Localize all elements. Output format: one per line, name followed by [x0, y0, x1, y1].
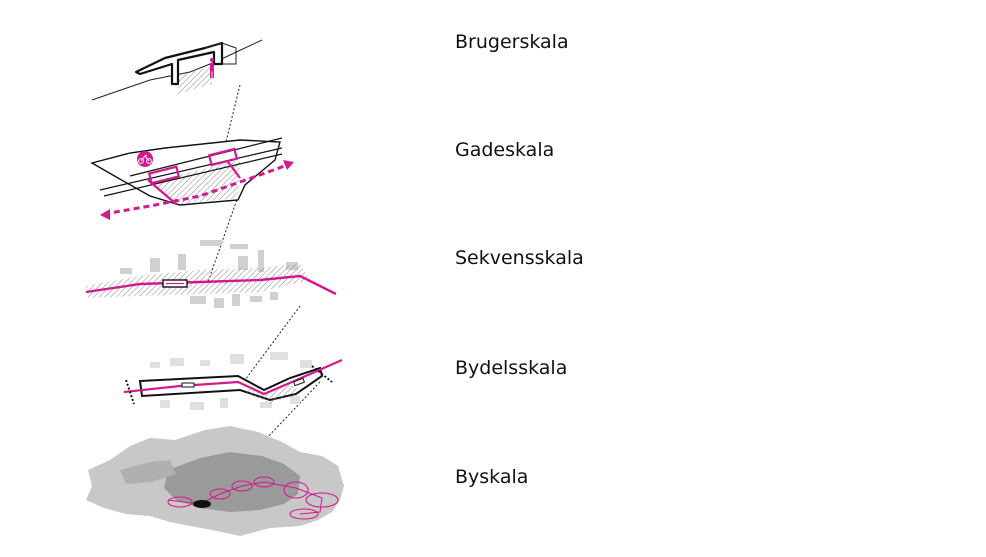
layer-brugerskala-drawing [91, 39, 263, 101]
label-byskala: Byskala [455, 466, 529, 488]
bicycle-icon [137, 151, 153, 167]
layer-bydelsskala-drawing [123, 352, 343, 410]
layer-sekvensskala-drawing [85, 240, 337, 308]
layer-gadeskala-drawing [90, 137, 294, 220]
pedestrian-icon [210, 58, 214, 78]
label-brugerskala: Brugerskala [455, 31, 569, 53]
label-gadeskala: Gadeskala [455, 139, 555, 161]
label-bydelsskala: Bydelsskala [455, 357, 568, 379]
layer-byskala-drawing [86, 426, 344, 536]
label-sekvensskala: Sekvensskala [455, 247, 584, 269]
